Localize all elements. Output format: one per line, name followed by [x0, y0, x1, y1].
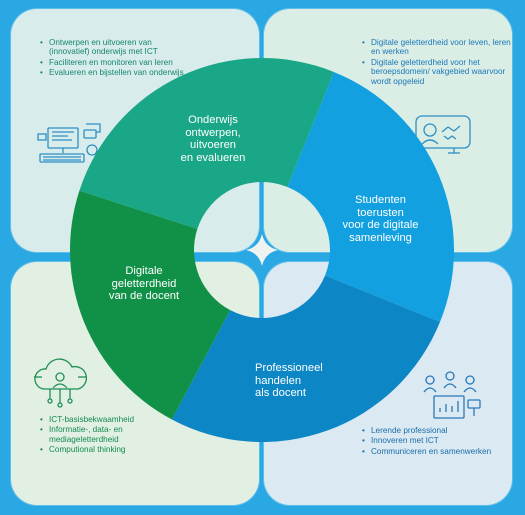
segment-top-left: [79, 58, 334, 229]
bullet-item: Ontwerpen en uitvoeren van (innovatief) …: [40, 38, 190, 57]
segment-bottom-left: [70, 190, 231, 420]
bullet-item: Faciliteren en monitoren van leren: [40, 58, 190, 68]
people-communication-icon: [423, 371, 481, 419]
bullet-item: Lerende professional: [362, 426, 512, 436]
segment-label-bottom-left: Digitale geletterdheid van de docent: [108, 265, 180, 303]
computer-workstation-icon: [37, 123, 101, 163]
bullets-bottom-right: Lerende professional Innoveren met ICT C…: [362, 426, 512, 457]
center-star-shape: [246, 234, 278, 266]
bullet-item: Communiceren en samenwerken: [362, 447, 512, 457]
bullet-item: Evalueren en bijstellen van onderwijs: [40, 68, 190, 78]
bullet-item: Informatie-, data- en mediageletterdheid: [40, 425, 190, 444]
bullets-bottom-left: ICT-basisbekwaamheid Informatie-, data- …: [40, 415, 190, 456]
segment-label-top-right: Studenten toerusten voor de digitale sam…: [342, 194, 419, 244]
segment-label-bottom-right: Professioneel handelen als docent: [255, 362, 323, 400]
bullet-item: Digitale geletterdheid voor leven, leren…: [362, 38, 512, 57]
bullets-top-right: Digitale geletterdheid voor leven, leren…: [362, 38, 512, 87]
segment-bottom-right: [171, 275, 441, 442]
handshake-learning-icon: [415, 115, 471, 154]
cloud-network-icon: [34, 358, 87, 408]
segment-top-right: [287, 71, 454, 322]
bullet-item: Computional thinking: [40, 445, 190, 455]
bullets-top-left: Ontwerpen en uitvoeren van (innovatief) …: [40, 38, 190, 79]
segment-label-top-left: Onderwijs ontwerpen, uitvoeren en evalue…: [180, 114, 246, 164]
bullet-item: Digitale geletterdheid voor het beroepsd…: [362, 58, 512, 86]
bullet-item: ICT-basisbekwaamheid: [40, 415, 190, 425]
bullet-item: Innoveren met ICT: [362, 436, 512, 446]
